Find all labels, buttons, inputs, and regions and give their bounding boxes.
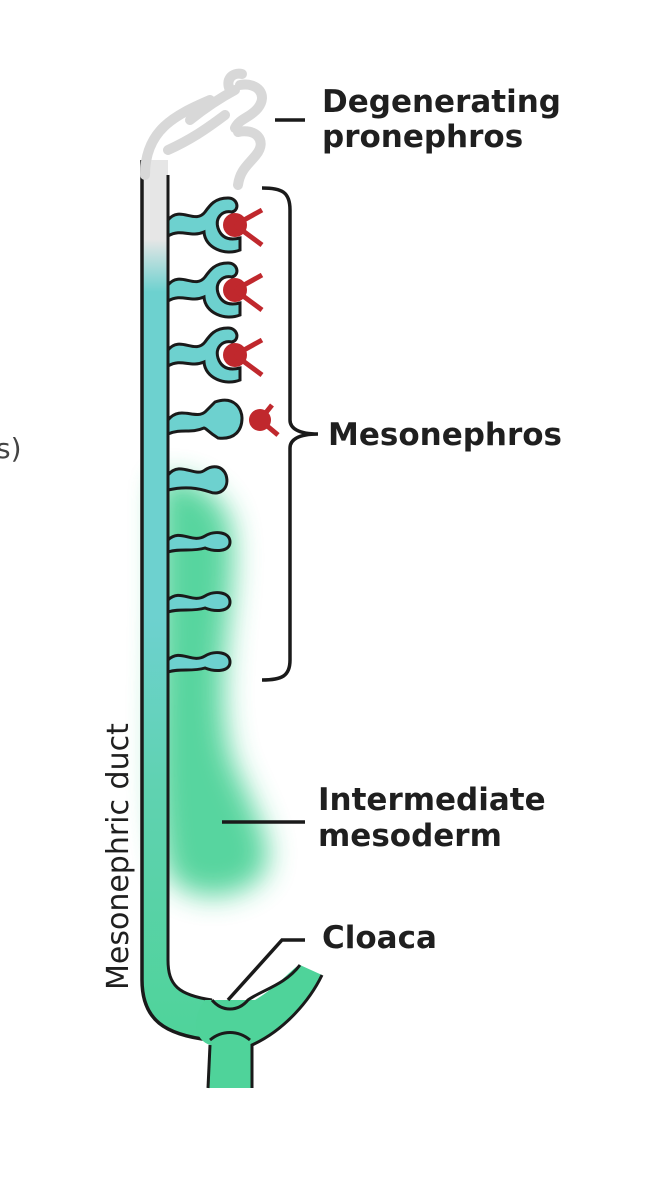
cloaca-leader-line bbox=[226, 938, 305, 1002]
degenerating-pronephros bbox=[140, 68, 267, 190]
label-pronephros-line2: pronephros bbox=[322, 119, 523, 155]
label-pronephros-line1: Degenerating bbox=[322, 84, 561, 120]
cropped-edge-text: s) bbox=[0, 432, 22, 465]
tubule-1 bbox=[166, 196, 242, 254]
tubule-5 bbox=[166, 465, 229, 495]
label-intermediate-line2: mesoderm bbox=[318, 818, 502, 854]
label-mesonephros: Mesonephros bbox=[328, 417, 562, 453]
tubule-2 bbox=[166, 261, 242, 319]
tubule-3 bbox=[166, 326, 242, 384]
cloaca bbox=[195, 964, 324, 1089]
mesonephros-brace bbox=[261, 186, 319, 682]
label-mesonephric-duct: Mesonephric duct bbox=[101, 723, 136, 990]
tubule-8 bbox=[166, 651, 232, 675]
glomerulus-icon bbox=[223, 337, 264, 378]
glomerulus-icon bbox=[223, 272, 264, 313]
label-intermediate-line1: Intermediate bbox=[318, 782, 546, 818]
glomerulus-icon bbox=[223, 207, 264, 248]
intermediate-mesoderm bbox=[156, 478, 268, 897]
glomerulus-icon bbox=[249, 403, 280, 437]
mesonephric-duct bbox=[140, 160, 213, 1042]
tubule-6 bbox=[166, 531, 232, 555]
tubule-4 bbox=[166, 398, 244, 440]
tubule-7 bbox=[166, 591, 232, 615]
label-cloaca: Cloaca bbox=[322, 920, 437, 956]
